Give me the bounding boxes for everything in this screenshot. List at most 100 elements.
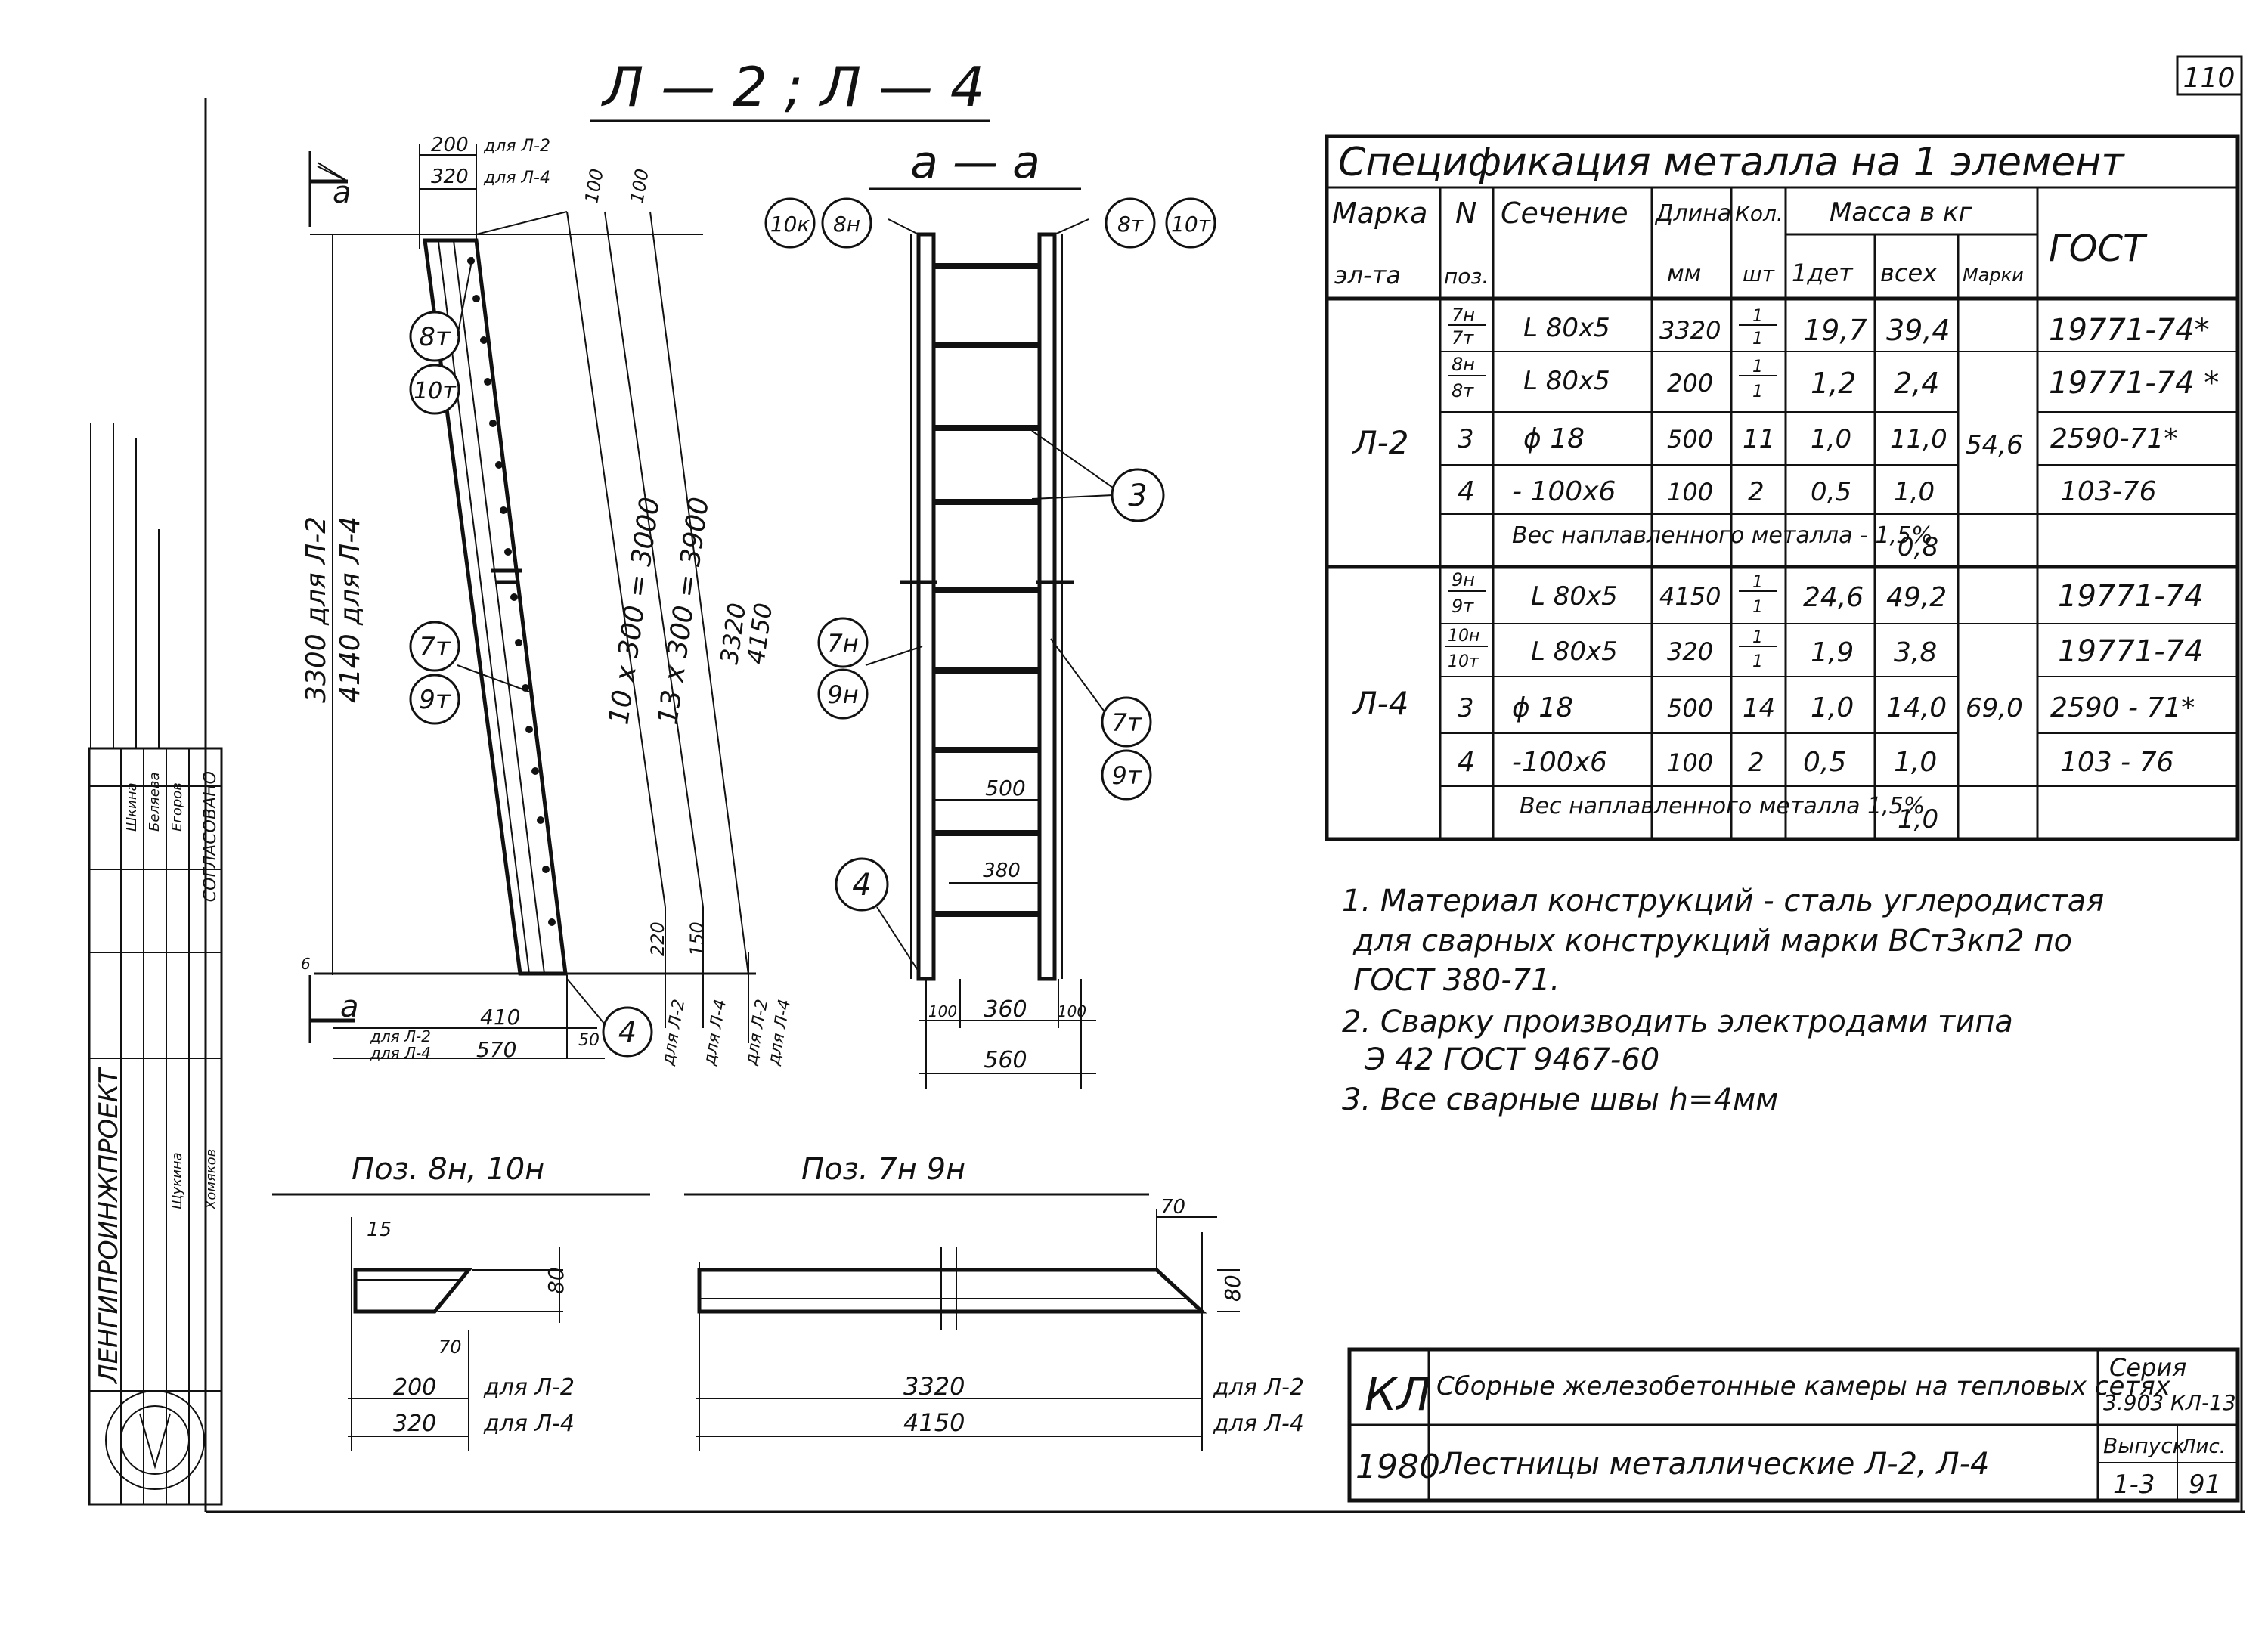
callout-4 <box>602 1006 653 1058</box>
front-callouts: 10к 8н 8т 10т 3 7н 9н 7т 9т 4 <box>764 197 1216 972</box>
table-row: 10н 10т L 80х5 320 1 1 1,9 3,8 19771-74 <box>1445 627 2204 671</box>
note-line-6: 3. Все сварные швы h=4мм <box>1342 1082 1778 1117</box>
svg-text:8т: 8т <box>1452 380 1474 401</box>
spec-title: Спецификация металла на 1 элемент <box>1338 140 2125 185</box>
hdr-qty-sub: шт <box>1743 262 1775 286</box>
svg-text:L 80х5: L 80х5 <box>1523 313 1610 343</box>
svg-text:4: 4 <box>1458 476 1475 507</box>
hdr-gost: ГОСТ <box>2049 228 2148 270</box>
detail-7-dim-4150: 4150 <box>903 1408 965 1437</box>
svg-text:2,4: 2,4 <box>1894 367 1939 400</box>
hdr-length-sub: мм <box>1667 261 1701 287</box>
section-letter-bottom: а <box>340 990 359 1024</box>
svg-text:1,0: 1,0 <box>1894 747 1937 778</box>
height-l4: 4140 для Л-4 <box>335 516 366 703</box>
svg-text:10т: 10т <box>1448 652 1479 671</box>
dim-100a: 100 <box>581 167 608 205</box>
group-l2: Л-2 54,6 7н 7т L 80х5 3320 1 1 19,7 39,4… <box>1352 305 2238 562</box>
svg-text:3320: 3320 <box>1659 316 1721 345</box>
note-line-5: Э 42 ГОСТ 9467-60 <box>1364 1042 1659 1077</box>
svg-text:320: 320 <box>1667 637 1713 666</box>
dim-320: 320 <box>431 166 469 188</box>
dim-560: 560 <box>984 1047 1027 1073</box>
svg-text:200: 200 <box>1667 369 1713 398</box>
detail-8-title: Поз. 8н, 10н <box>352 1152 544 1187</box>
tb-sheet-label: Лис. <box>2180 1436 2226 1458</box>
callout-10t <box>409 364 460 415</box>
dim-500: 500 <box>985 776 1025 801</box>
svg-text:9т: 9т <box>1112 761 1142 790</box>
svg-text:1: 1 <box>1752 573 1763 592</box>
page-number: 110 <box>2183 63 2235 94</box>
hdr-num-sub: поз. <box>1444 264 1489 289</box>
section-letter-top: а <box>333 175 352 210</box>
base-570: 570 <box>476 1037 516 1062</box>
svg-text:500: 500 <box>1667 425 1713 454</box>
table-row: 7н 7т L 80х5 3320 1 1 19,7 39,4 19771-74… <box>1448 305 2210 348</box>
front-view: 500 380 100 360 100 560 <box>888 218 1096 1089</box>
svg-text:2: 2 <box>1748 477 1765 507</box>
hdr-mass-mark: Марки <box>1963 265 2024 286</box>
dim-100-right: 100 <box>1058 1002 1086 1021</box>
dim-360: 360 <box>984 996 1027 1023</box>
spec-table: Спецификация металла на 1 элемент Марка … <box>1325 134 2240 841</box>
svg-text:L 80х5: L 80х5 <box>1531 581 1618 612</box>
callout-7t <box>409 621 460 672</box>
callout-9n <box>817 668 869 720</box>
note-l2: для Л-2 <box>658 998 689 1067</box>
svg-text:39,4: 39,4 <box>1886 314 1950 347</box>
stamp-org: ЛЕНГИПРОИНЖПРОЕКТ <box>94 1067 124 1385</box>
svg-text:19771-74: 19771-74 <box>2058 634 2204 669</box>
stamp-name-4: Щукина <box>169 1152 185 1209</box>
detail-7-note-l4: для Л-4 <box>1213 1411 1304 1437</box>
detail-7-plate <box>697 1268 1207 1314</box>
svg-text:L 80х5: L 80х5 <box>1523 366 1610 396</box>
detail-7-note-l2: для Л-2 <box>1213 1374 1304 1401</box>
svg-text:4: 4 <box>1458 747 1475 778</box>
l4-mark-mass: 69,0 <box>1966 693 2023 723</box>
dim-150: 150 <box>686 921 708 956</box>
callout-7n <box>817 617 869 668</box>
group-l4: Л-4 69,0 9н 9т L 80х5 4150 1 1 24,6 49,2… <box>1352 569 2238 835</box>
front-rungs <box>934 263 1040 917</box>
svg-text:7т: 7т <box>1112 708 1142 737</box>
svg-text:1: 1 <box>1752 628 1763 647</box>
svg-text:19771-74: 19771-74 <box>2058 579 2204 614</box>
svg-text:8н: 8н <box>1452 354 1475 375</box>
detail-7-dim-80: 80 <box>1220 1274 1245 1302</box>
svg-text:11: 11 <box>1743 424 1775 454</box>
svg-text:1: 1 <box>1752 598 1763 617</box>
dim-220: 220 <box>647 921 668 956</box>
note-line-1: 1. Материал конструкций - сталь углероди… <box>1342 884 2104 918</box>
tb-sheet-value: 91 <box>2189 1470 2221 1500</box>
side-callouts: 8т 10т 7т 9т 4 <box>409 256 653 1058</box>
tb-series-value: 3.903 КЛ-13 <box>2103 1390 2236 1415</box>
front-stringer-left <box>916 232 936 981</box>
svg-text:8н: 8н <box>833 212 860 237</box>
svg-text:3: 3 <box>1458 693 1474 723</box>
callout-10t-r <box>1165 197 1216 249</box>
svg-text:4: 4 <box>852 868 871 903</box>
tb-issue-label: Выпуск <box>2103 1433 2186 1458</box>
detail-7-title: Поз. 7н 9н <box>801 1152 965 1187</box>
tb-series-label: Серия <box>2109 1353 2186 1382</box>
callout-7t-r <box>1101 696 1152 748</box>
tb-issue-value: 1-3 <box>2113 1470 2155 1500</box>
stamp-name-5: Хомяков <box>203 1149 219 1210</box>
height-l2: 3300 для Л-2 <box>301 516 332 703</box>
detail-8-note-l4: для Л-4 <box>483 1411 575 1437</box>
steps-l4: 13 х 300 = 3900 <box>652 495 715 726</box>
svg-text:- 100х6: - 100х6 <box>1512 476 1616 507</box>
table-row: 4 -100х6 100 2 0,5 1,0 103 - 76 <box>1458 747 2174 778</box>
detail-8-dim-200: 200 <box>393 1374 436 1401</box>
svg-text:9т: 9т <box>419 685 451 715</box>
svg-text:0,5: 0,5 <box>1803 747 1846 778</box>
svg-text:2: 2 <box>1748 748 1765 778</box>
svg-text:9т: 9т <box>1452 596 1474 617</box>
callout-8n <box>821 197 872 249</box>
base-50: 50 <box>578 1031 600 1050</box>
svg-text:3,8: 3,8 <box>1894 637 1937 668</box>
l4-weld: Вес наплавленного металла 1,5% <box>1520 793 1925 819</box>
table-row: 3 ϕ 18 500 11 1,0 11,0 2590-71* <box>1458 423 2177 454</box>
svg-text:1,9: 1,9 <box>1811 637 1854 668</box>
